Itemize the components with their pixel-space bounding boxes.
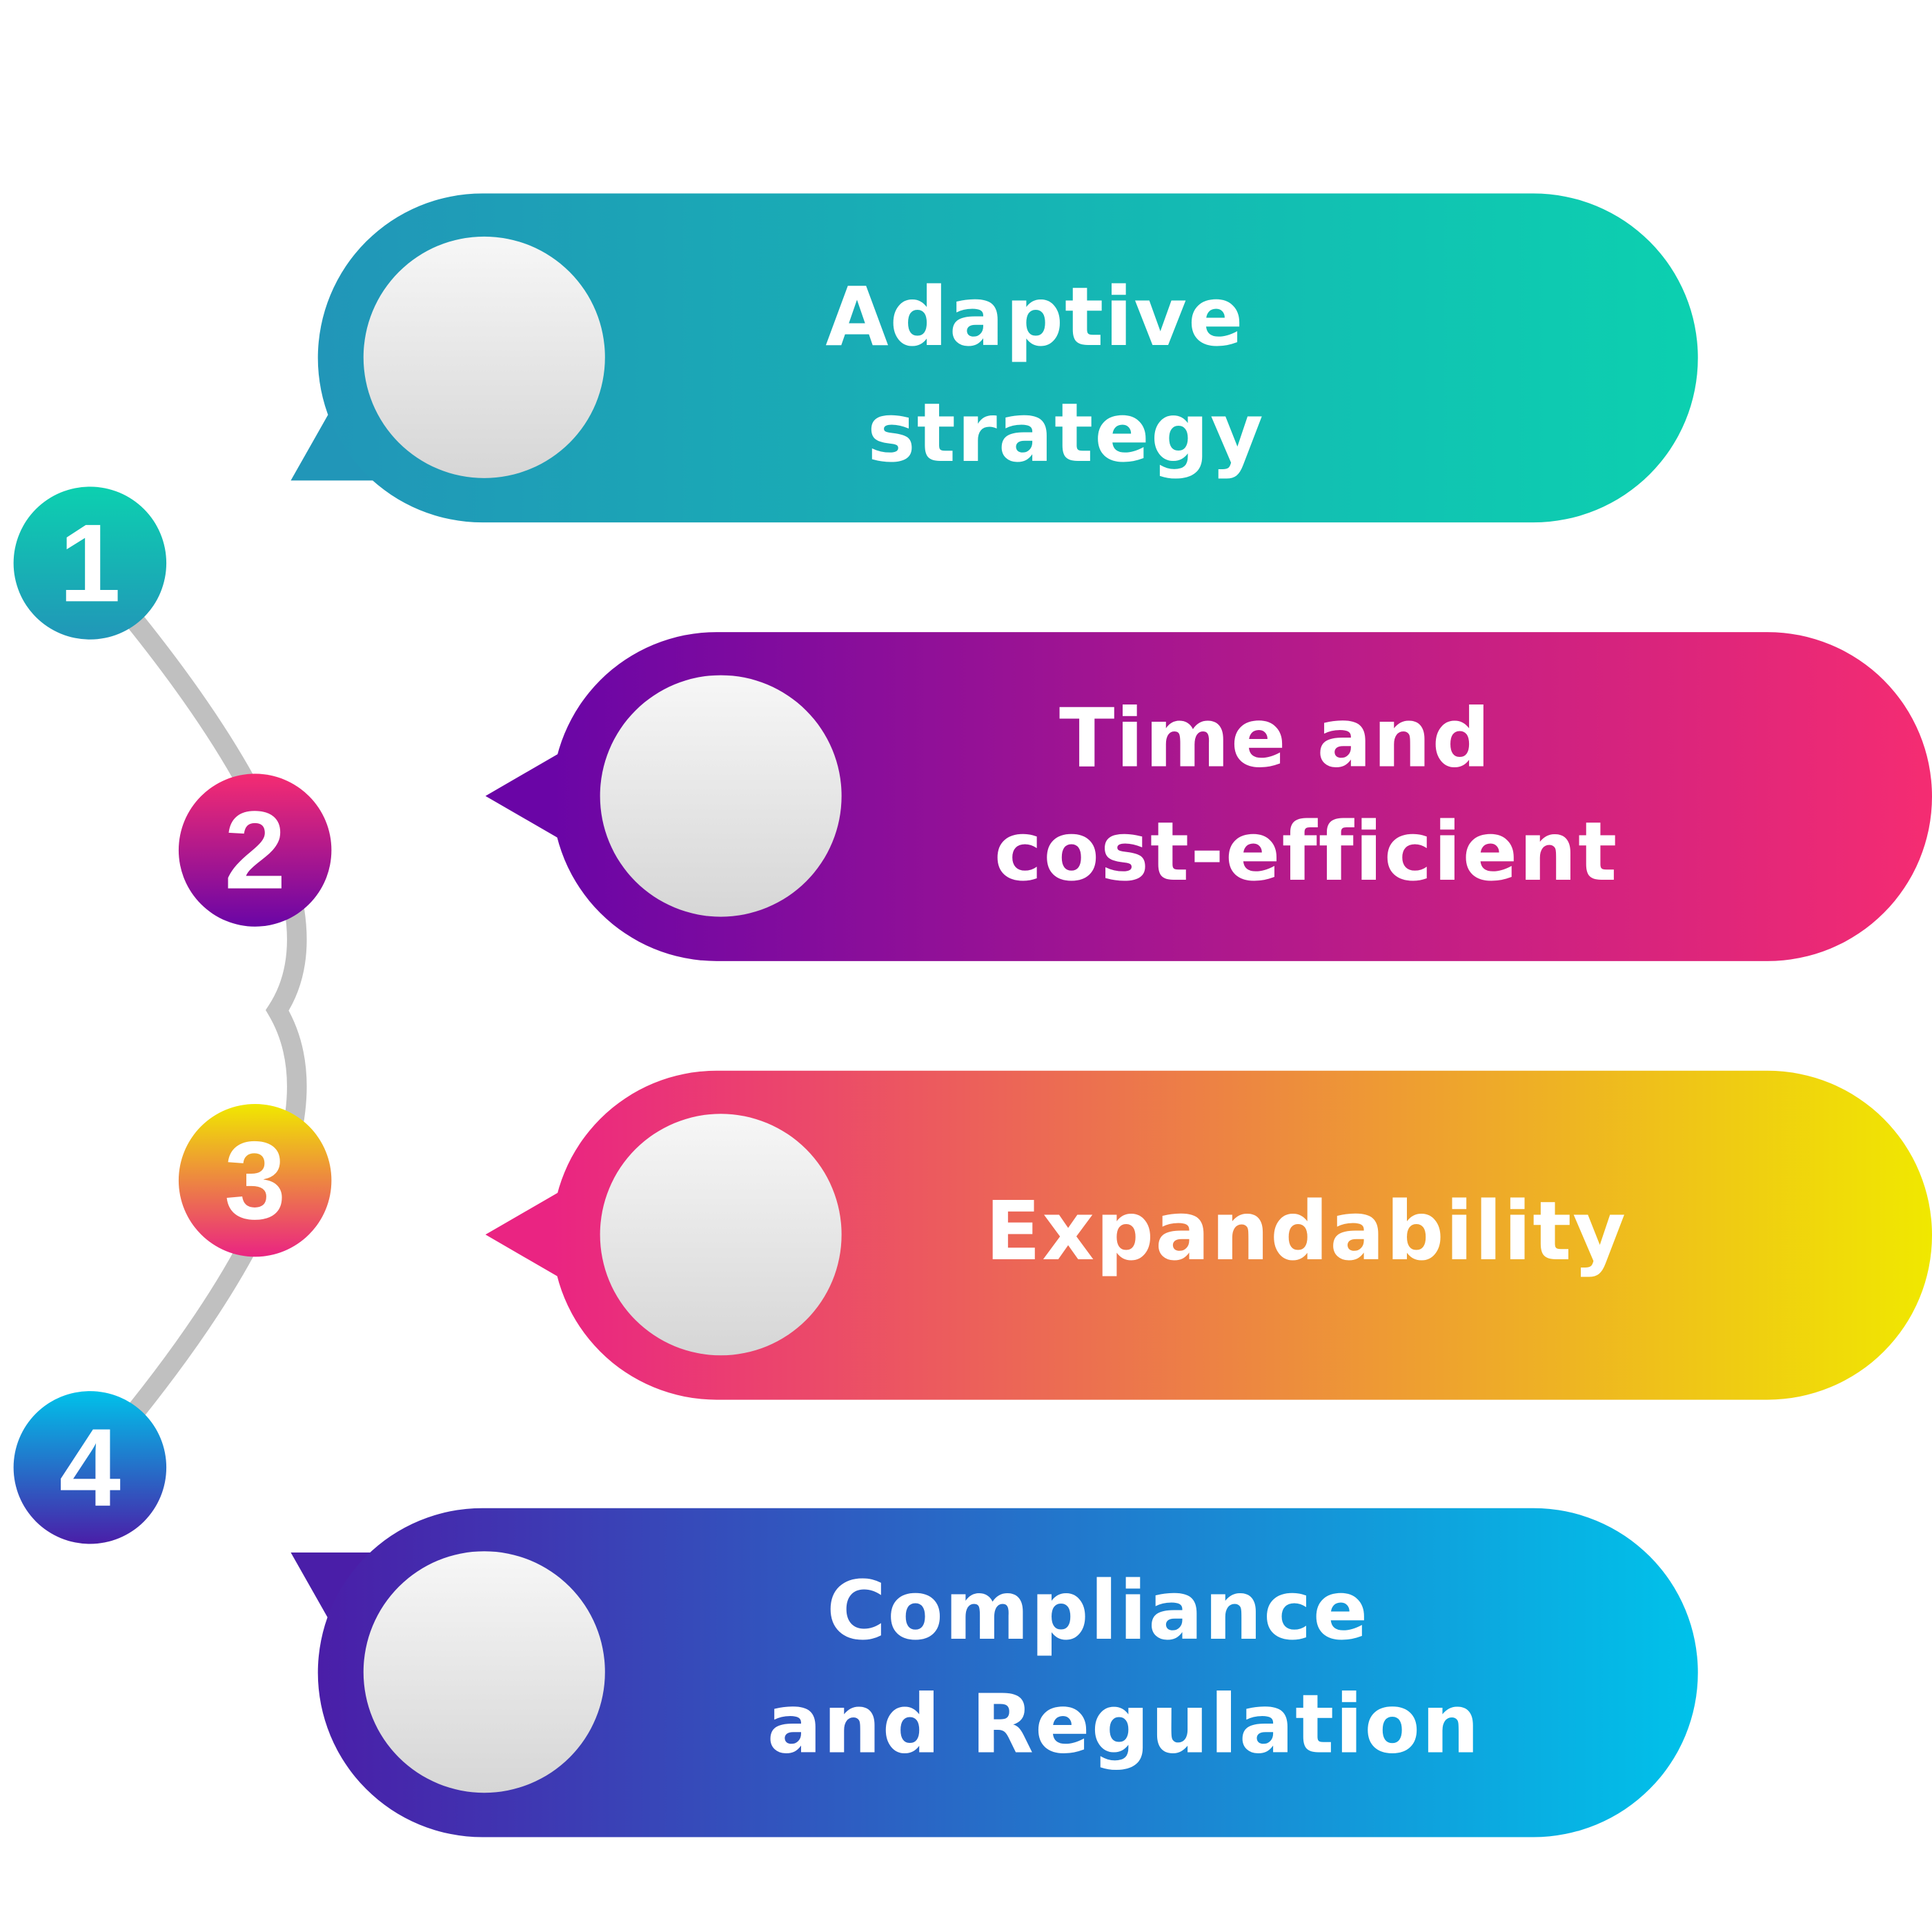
placeholder-circle	[600, 1114, 842, 1356]
connector-arc	[101, 581, 307, 1452]
step-number-badge-3: 3	[178, 1104, 332, 1257]
step-title: Expandability	[985, 1184, 1627, 1279]
banner-body	[317, 1508, 1698, 1837]
placeholder-circle	[600, 675, 842, 917]
placeholder-circle	[363, 1551, 605, 1793]
banner-body	[552, 1070, 1932, 1400]
step-number: 1	[59, 502, 121, 625]
step-number: 4	[59, 1406, 121, 1530]
placeholder-circle	[363, 236, 605, 478]
step-banner-1: Adaptive strategy	[290, 193, 1698, 523]
step-number-badge-4: 4	[13, 1391, 167, 1544]
banner-body	[552, 632, 1932, 961]
step-number-badge-2: 2	[178, 773, 332, 927]
step-title: Time and cost-efficient	[994, 691, 1618, 899]
step-title: Compliance and Regulation	[767, 1564, 1480, 1771]
step-banner-2: Time and cost-efficient	[485, 632, 1932, 961]
banner-body	[317, 193, 1698, 523]
step-banner-4: Compliance and Regulation	[290, 1508, 1698, 1837]
step-number-badge-1: 1	[13, 486, 167, 640]
step-number: 3	[224, 1119, 286, 1243]
step-number: 2	[224, 789, 286, 913]
step-title: Adaptive strategy	[825, 270, 1274, 480]
step-banner-3: Expandability	[485, 1070, 1932, 1400]
